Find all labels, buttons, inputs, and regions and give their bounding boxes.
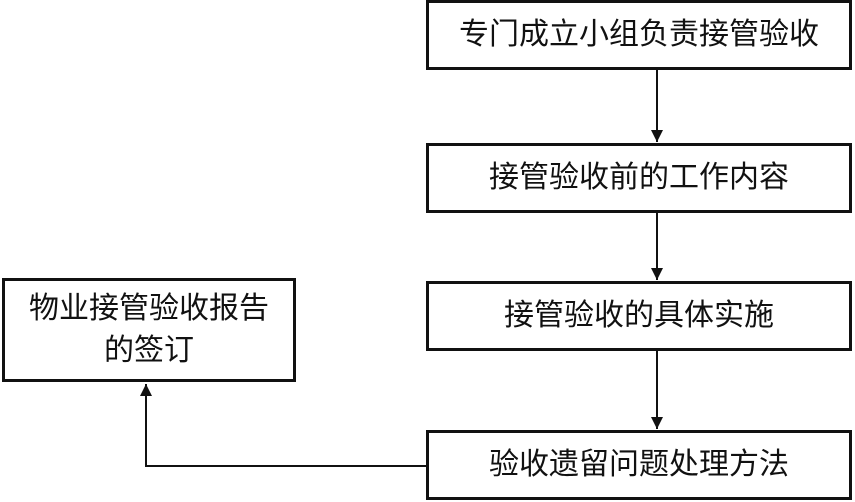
flow-final-label-line2: 的签订: [104, 333, 194, 368]
flow-step-1-label: 专门成立小组负责接管验收: [459, 17, 819, 52]
flow-step-2-label: 接管验收前的工作内容: [489, 160, 789, 195]
flow-final-box: 物业接管验收报告 的签订: [2, 278, 296, 382]
flow-step-3-label: 接管验收的具体实施: [504, 298, 774, 333]
arrow-step4-to-final: [140, 384, 426, 467]
flow-step-3-box: 接管验收的具体实施: [426, 281, 852, 351]
flow-step-4-label: 验收遗留问题处理方法: [489, 447, 789, 482]
flow-step-4-box: 验收遗留问题处理方法: [426, 430, 852, 500]
flow-final-label-line1: 物业接管验收报告: [29, 291, 269, 326]
flow-step-1-box: 专门成立小组负责接管验收: [426, 0, 852, 70]
flow-step-2-box: 接管验收前的工作内容: [426, 143, 852, 213]
